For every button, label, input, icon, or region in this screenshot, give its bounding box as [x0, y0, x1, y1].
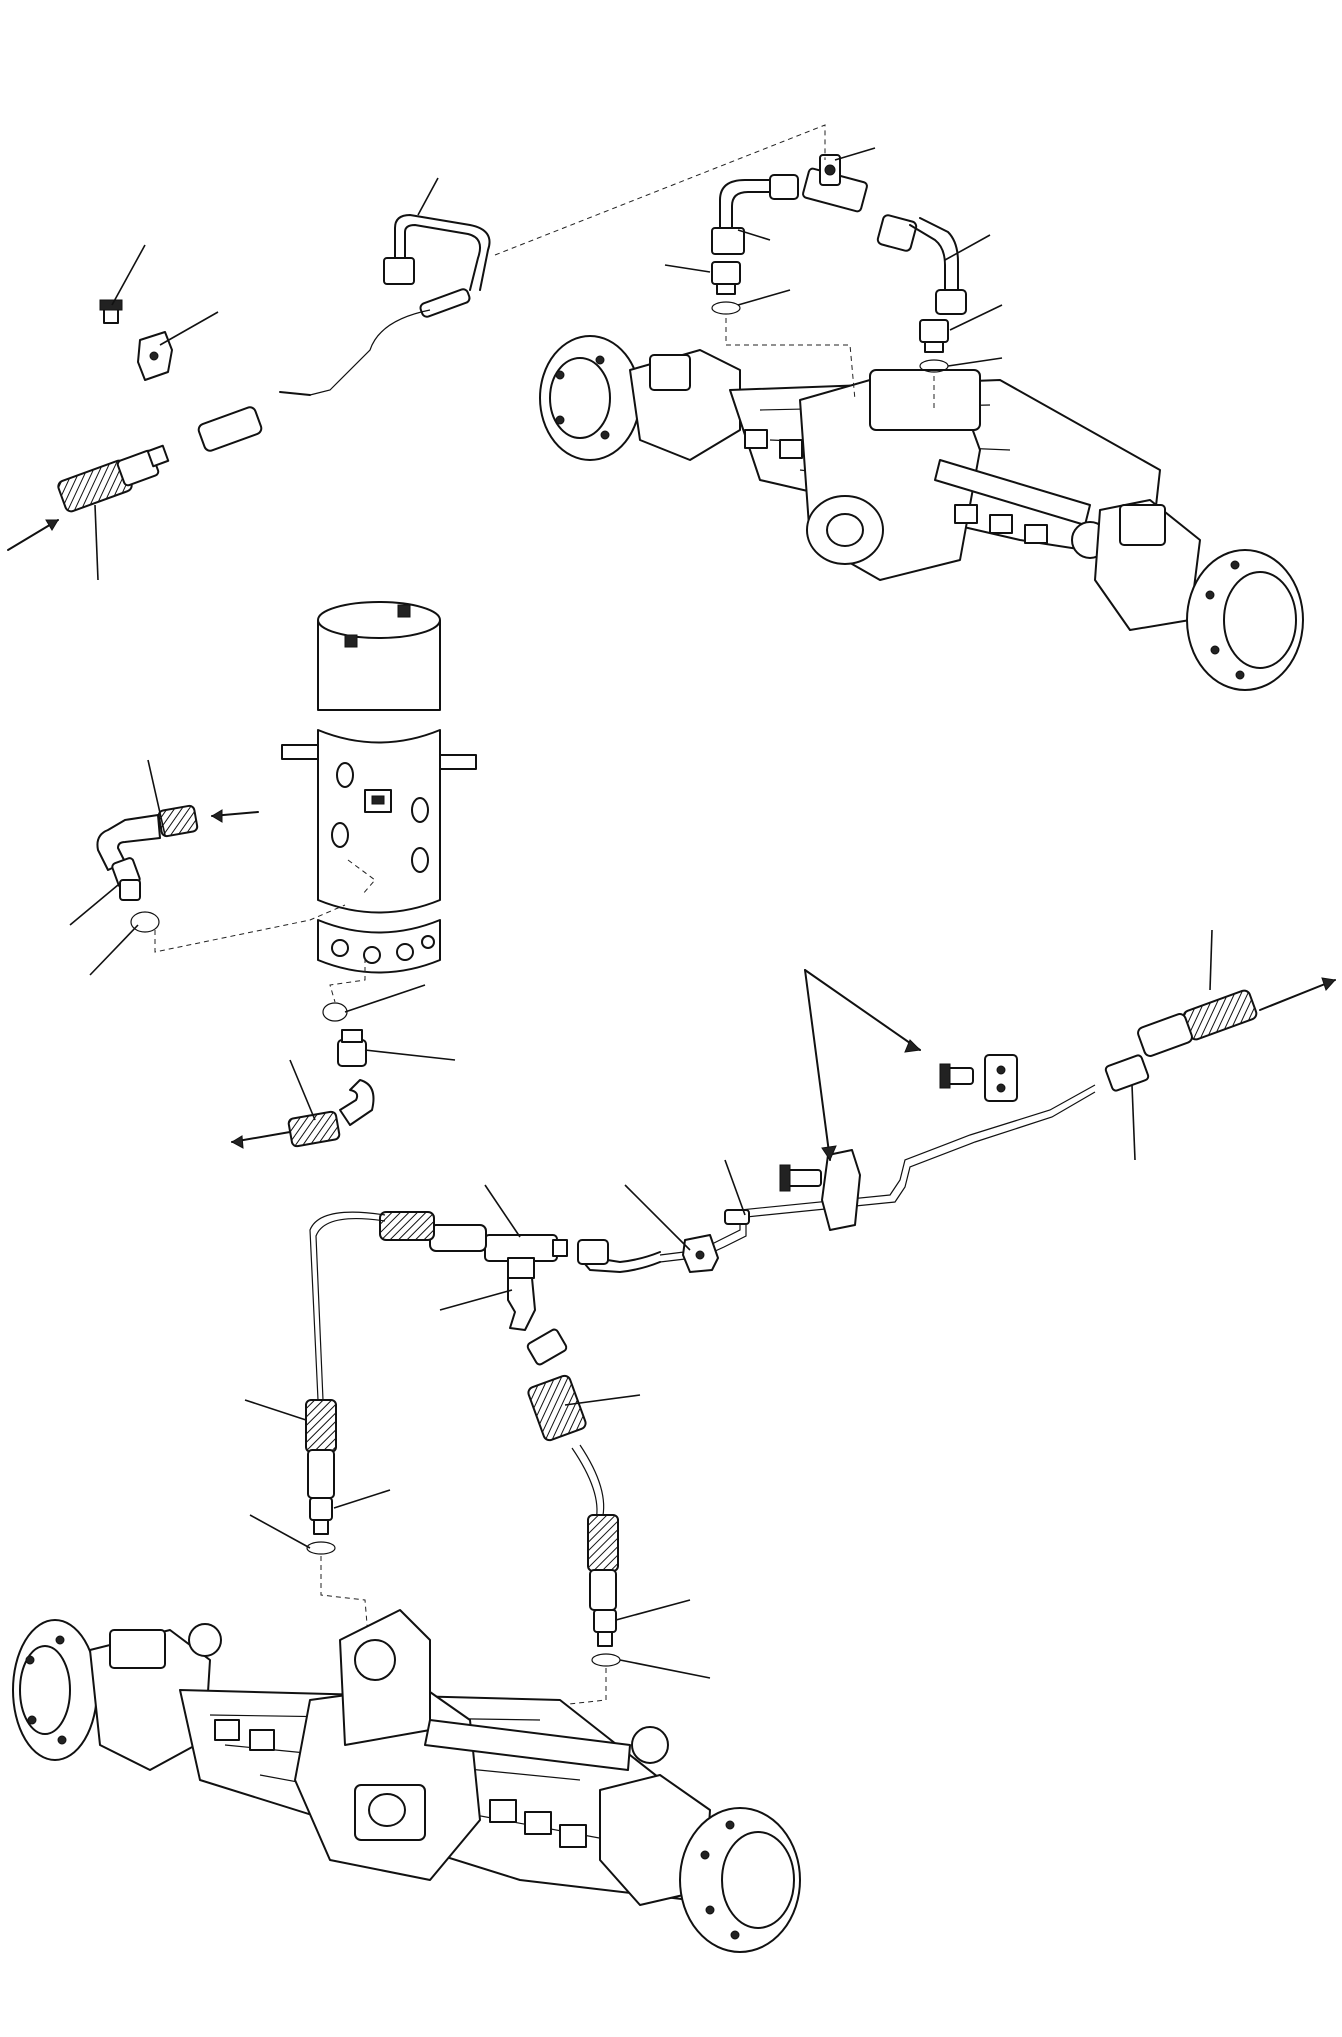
clamp-upper — [939, 1054, 1018, 1102]
callout-leaders — [69, 147, 1213, 1679]
swivel-output-hose — [230, 958, 375, 1149]
rear-feed-line — [659, 969, 1336, 1263]
rear-axle-assembly — [12, 1609, 801, 1953]
swivel-joint — [281, 601, 477, 974]
front-axle-assembly — [539, 335, 1304, 691]
front-axle-hose-set — [7, 124, 967, 551]
rear-tee-group — [305, 1209, 750, 1706]
swivel-input-hose — [96, 804, 346, 953]
clamp-lower — [779, 1149, 861, 1231]
